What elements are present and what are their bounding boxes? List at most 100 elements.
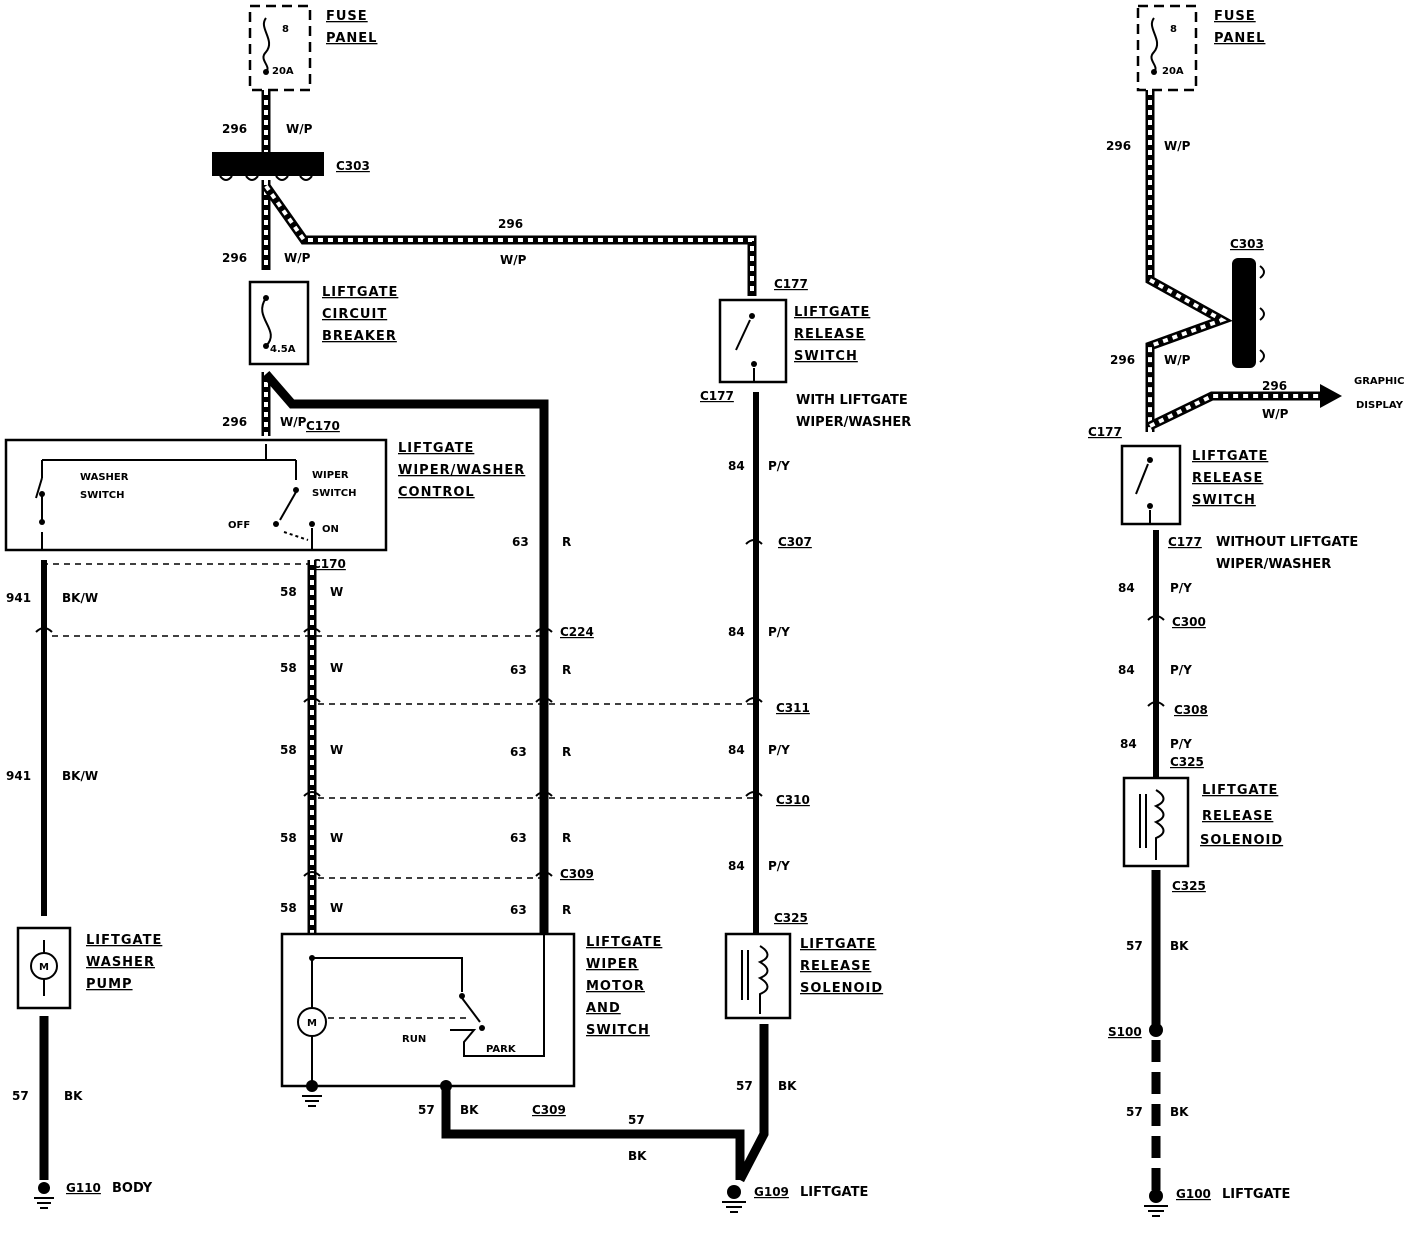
wiper-park-label: PARK [486, 1044, 517, 1055]
fuse-number: 8 [282, 24, 289, 35]
wire-84-r2-color: P/Y [1170, 663, 1192, 677]
wiper-off-label: OFF [228, 520, 250, 531]
wire-63-c-num: 63 [510, 745, 527, 759]
wire-296-r1-num: 296 [1106, 139, 1131, 153]
wiper-motor-label-2: WIPER [586, 957, 639, 972]
solenoid-right-label-1: LIFTGATE [1202, 783, 1278, 798]
splice-s100: S100 [1108, 1025, 1142, 1039]
connector-c170-top: C170 [306, 419, 340, 433]
circuit-breaker: 4.5A [248, 280, 310, 366]
wire-296-r3-num: 296 [1262, 379, 1287, 393]
fuse-panel-right-label-1: FUSE [1214, 9, 1256, 24]
release-switch-mid [718, 298, 788, 384]
release-switch-mid-label-3: SWITCH [794, 349, 858, 364]
wire-57-c-color: BK [628, 1149, 647, 1163]
connector-c311: C311 [776, 701, 810, 715]
wire-941-b-color: BK/W [62, 769, 98, 783]
wire-941-a-color: BK/W [62, 591, 98, 605]
fuse-panel-right: 8 20A [1136, 4, 1198, 92]
wire-58-e-num: 58 [280, 901, 297, 915]
wire-58-d-color: W [330, 831, 343, 845]
wire-57-r2-color: BK [1170, 1105, 1189, 1119]
wiper-run-label: RUN [402, 1034, 426, 1045]
washer-switch-label-1: WASHER [80, 472, 129, 483]
release-switch-right-label-2: RELEASE [1192, 471, 1263, 486]
breaker-label-2: CIRCUIT [322, 307, 387, 322]
ground-g109-location: LIFTGATE [800, 1185, 868, 1200]
wiper-motor-and-switch: M [280, 932, 576, 1107]
wire-84-b-num: 84 [728, 625, 745, 639]
wire-84-a-color: P/Y [768, 459, 790, 473]
ground-g110-location: BODY [112, 1181, 153, 1196]
graphic-display-label-1: GRAPHIC [1354, 376, 1404, 387]
release-switch-mid-label-1: LIFTGATE [794, 305, 870, 320]
connector-c307: C307 [778, 535, 812, 549]
wire-84-r3-color: P/Y [1170, 737, 1192, 751]
wire-296-a-num: 296 [222, 122, 247, 136]
connector-c303-label: C303 [336, 159, 370, 173]
wire-63-a-color: R [562, 535, 571, 549]
fuse-rating: 20A [272, 66, 294, 77]
washer-switch-label-2: SWITCH [80, 490, 124, 501]
release-switch-mid-label-2: RELEASE [794, 327, 865, 342]
release-solenoid-right [1122, 776, 1190, 868]
wire-84-c-color: P/Y [768, 743, 790, 757]
connector-c303-right [1232, 258, 1265, 368]
release-switch-right-label-3: SWITCH [1192, 493, 1256, 508]
breaker-rating: 4.5A [270, 344, 296, 355]
connector-c300: C300 [1172, 615, 1206, 629]
washer-pump-label-2: WASHER [86, 955, 155, 970]
wire-58-b-color: W [330, 661, 343, 675]
ground-g100-label: G100 [1176, 1187, 1211, 1201]
wiper-motor-symbol: M [307, 1018, 317, 1029]
fuse-panel-label-1: FUSE [326, 9, 368, 24]
wire-296-a-color: W/P [286, 122, 313, 136]
with-note-2: WIPER/WASHER [796, 415, 911, 430]
connector-c170-bottom: C170 [312, 557, 346, 571]
wire-57-d-color: BK [778, 1079, 797, 1093]
connector-c309-upper: C309 [560, 867, 594, 881]
wiper-washer-control [4, 438, 388, 552]
wire-58-c-color: W [330, 743, 343, 757]
wire-296-b-color: W/P [284, 251, 311, 265]
wire-63-e-color: R [562, 903, 571, 917]
wire-941-b-num: 941 [6, 769, 31, 783]
wire-57-a-num: 57 [12, 1089, 29, 1103]
wire-84-c-num: 84 [728, 743, 745, 757]
control-label-3: CONTROL [398, 485, 475, 500]
wire-296-r1-color: W/P [1164, 139, 1191, 153]
solenoid-right-label-2: RELEASE [1202, 809, 1273, 824]
solenoid-mid-label-1: LIFTGATE [800, 937, 876, 952]
connector-c308: C308 [1174, 703, 1208, 717]
wiper-on-label: ON [322, 524, 339, 535]
fuse-panel-left: 8 20A [248, 4, 312, 92]
connector-c177-bottom-mid: C177 [700, 389, 734, 403]
control-label-2: WIPER/WASHER [398, 463, 525, 478]
solenoid-mid-label-3: SOLENOID [800, 981, 883, 996]
wire-296-d-num: 296 [222, 415, 247, 429]
without-note-1: WITHOUT LIFTGATE [1216, 535, 1358, 550]
connector-marks-left [35, 539, 763, 877]
fuse-number-right: 8 [1170, 24, 1177, 35]
control-label-1: LIFTGATE [398, 441, 474, 456]
wire-84-d-num: 84 [728, 859, 745, 873]
connector-c325-right-bottom: C325 [1172, 879, 1206, 893]
wire-57-b-color: BK [460, 1103, 479, 1117]
wiper-switch-label-1: WIPER [312, 470, 349, 481]
wire-58-c-num: 58 [280, 743, 297, 757]
wire-58-a-color: W [330, 585, 343, 599]
ground-g109 [722, 1185, 746, 1213]
ground-g109-label: G109 [754, 1185, 789, 1199]
wiper-motor-label-4: AND [586, 1001, 621, 1016]
breaker-label-3: BREAKER [322, 329, 397, 344]
wire-57-d-num: 57 [736, 1079, 753, 1093]
wire-58-d-num: 58 [280, 831, 297, 845]
wire-63-d-color: R [562, 831, 571, 845]
fuse-rating-right: 20A [1162, 66, 1184, 77]
connector-c177-top-mid: C177 [774, 277, 808, 291]
wire-57-c-num: 57 [628, 1113, 645, 1127]
wire-63-a-num: 63 [512, 535, 529, 549]
wire-84-r1-num: 84 [1118, 581, 1135, 595]
wire-63-d-num: 63 [510, 831, 527, 845]
